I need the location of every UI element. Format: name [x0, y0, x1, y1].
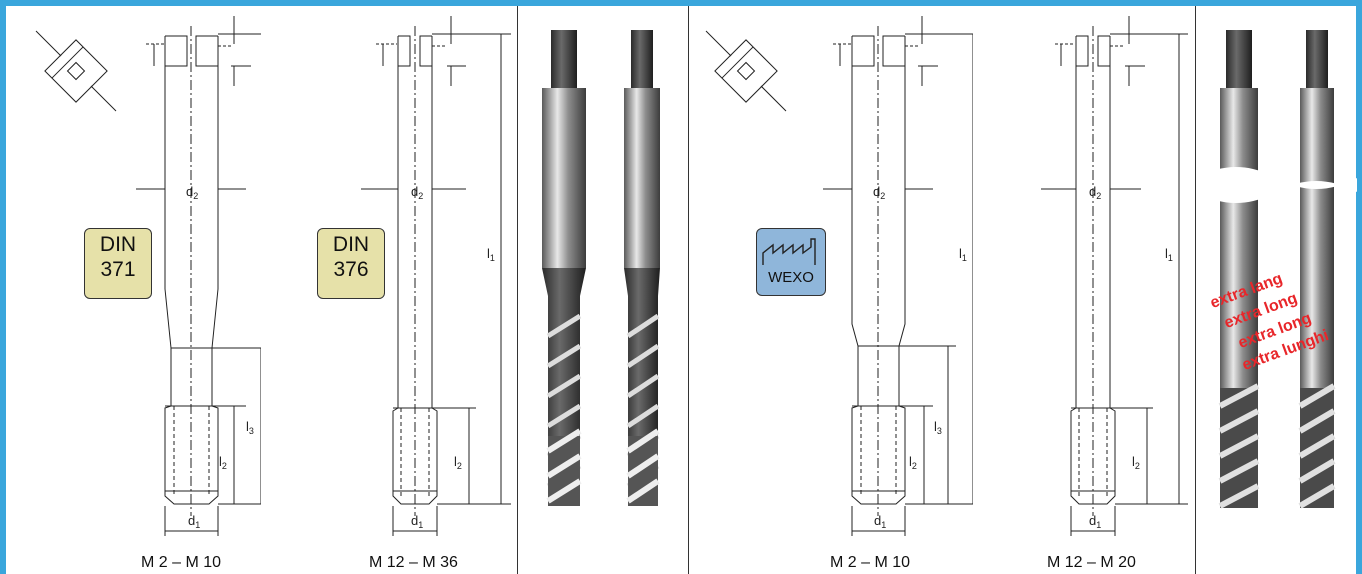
dim-l2-label: l2	[1132, 454, 1140, 471]
size-range-m12-m36: M 12 – M 36	[369, 554, 458, 571]
dim-d2-label: d2	[411, 184, 423, 201]
drawing-din376: d2 d1 l1 l2 DIN 376 M 12 – M 36	[261, 6, 517, 574]
tap-drawing-371: d2 d1 l1 l3 l2	[35, 16, 261, 536]
dim-d1-label: d1	[1089, 513, 1101, 530]
dim-d2-label: d2	[1089, 184, 1101, 201]
dim-d1-label: d1	[874, 513, 886, 530]
din371-badge: DIN 371	[84, 228, 152, 299]
dim-d1-label: d1	[411, 513, 423, 530]
square-drive-icon	[705, 30, 787, 112]
tap-drawing-wexo-1: d2 d1 l1 l3 l2	[705, 16, 973, 536]
dim-d2-label: d2	[873, 184, 885, 201]
dim-l1-label: l1	[959, 246, 967, 263]
tap-photo	[542, 30, 660, 506]
photo-taps-standard	[517, 6, 689, 574]
catalog-sheet: d2 d1 l1 l3 l2 DIN 371 M 2 – M 10	[6, 6, 1357, 574]
dim-l1-label: l1	[487, 246, 495, 263]
size-range-m12-m20: M 12 – M 20	[1047, 554, 1136, 571]
dim-l3-label: l3	[934, 419, 942, 436]
dim-d1-label: d1	[188, 513, 200, 530]
square-drive-icon	[35, 30, 117, 112]
dim-l2-label: l2	[454, 454, 462, 471]
drawing-wexo-m2-m10: d2 d1 l1 l3 l2 WEXO M 2 – M 10	[688, 6, 973, 574]
dim-l3-label: l3	[246, 419, 254, 436]
dim-l1-label: l1	[1165, 246, 1173, 263]
dim-l2-label: l2	[219, 454, 227, 471]
wexo-badge: WEXO	[756, 228, 826, 296]
photo-taps-extra-long: extra lang extra long extra long extra l…	[1195, 6, 1357, 574]
size-range-m2-m10-wexo: M 2 – M 10	[830, 554, 911, 571]
tap-drawing-wexo-2: d2 d1 l1 l2	[1041, 16, 1188, 536]
drawing-wexo-m12-m20: d2 d1 l1 l2 M 12 – M 20	[973, 6, 1195, 574]
size-range-m2-m10: M 2 – M 10	[141, 554, 222, 571]
din376-badge: DIN 376	[317, 228, 385, 299]
tap-photo-long	[1196, 30, 1357, 509]
factory-icon	[762, 238, 816, 265]
dim-l2-label: l2	[909, 454, 917, 471]
drawing-din371: d2 d1 l1 l3 l2 DIN 371 M 2 – M 10	[6, 6, 261, 574]
tap-drawing-376: d2 d1 l1 l2	[361, 16, 511, 536]
dim-d2-label: d2	[186, 184, 198, 201]
